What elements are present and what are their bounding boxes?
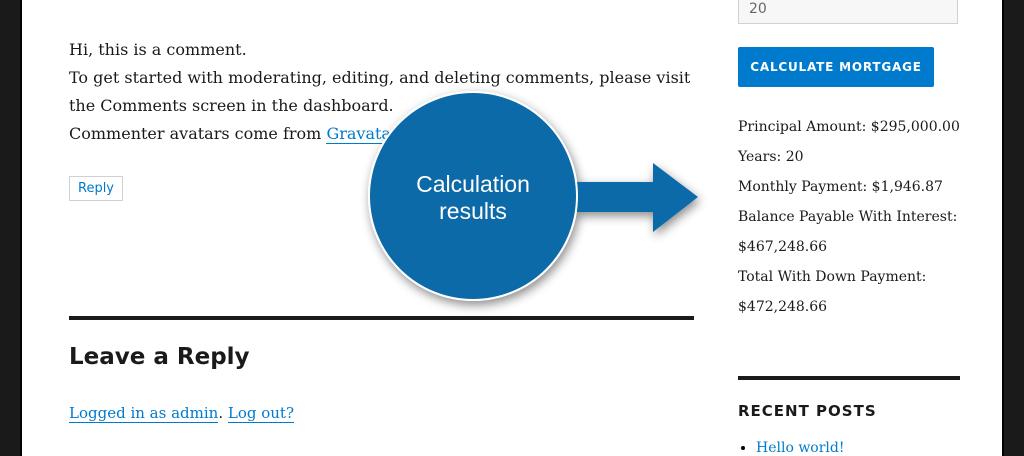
comment-line: To get started with moderating, editing,… [69, 68, 691, 87]
annotation-overlay: Calculation results [368, 91, 698, 301]
avatar-text: Commenter avatars come from [69, 124, 327, 143]
callout-circle [368, 91, 578, 301]
logout-link[interactable]: Log out? [227, 404, 294, 423]
result-principal: Principal Amount: $295,000.00 [738, 119, 960, 135]
leave-reply-title: Leave a Reply [69, 344, 250, 370]
callout-line-1: Calculation [416, 171, 530, 197]
result-total-label: Total With Down Payment: [738, 269, 927, 285]
reply-button[interactable]: Reply [69, 176, 124, 201]
calculation-results: Principal Amount: $295,000.00 Years: 20 … [738, 112, 988, 322]
recent-post-link[interactable]: Hello world! [756, 440, 845, 456]
result-monthly-payment: Monthly Payment: $1,946.87 [738, 179, 943, 195]
section-divider [69, 316, 694, 320]
recent-post-item: Hello world! [756, 440, 845, 456]
calculate-mortgage-button[interactable]: CALCULATE MORTGAGE [738, 47, 934, 87]
callout-arrow [540, 163, 698, 232]
logged-in-line: Logged in as admin. Log out? [69, 404, 294, 423]
recent-posts-title: RECENT POSTS [738, 402, 877, 420]
comment-avatar-line: Commenter avatars come from Gravatar. [69, 120, 699, 148]
page: Hi, this is a comment. To get started wi… [20, 0, 1004, 456]
recent-posts-list: Hello world! [738, 440, 845, 456]
result-balance-value: $467,248.66 [738, 239, 828, 255]
gravatar-link[interactable]: Gravatar [326, 124, 397, 144]
comment-line: the Comments screen in the dashboard. [69, 96, 394, 115]
result-balance-label: Balance Payable With Interest: [738, 209, 958, 225]
comment-line: Hi, this is a comment. [69, 40, 247, 59]
callout-line-2: results [439, 198, 507, 224]
comment-body: Hi, this is a comment. To get started wi… [69, 36, 699, 148]
logged-separator: . [218, 404, 228, 422]
result-years: Years: 20 [738, 149, 804, 165]
logged-in-as-admin-link[interactable]: Logged in as admin [69, 404, 219, 423]
sidebar-divider [738, 376, 960, 380]
years-input[interactable] [738, 0, 958, 24]
result-total-value: $472,248.66 [738, 299, 828, 315]
